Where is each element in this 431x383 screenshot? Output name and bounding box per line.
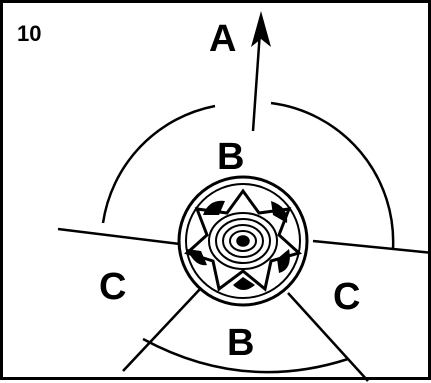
label-b-upper: B bbox=[217, 136, 244, 178]
figure-number: 10 bbox=[17, 21, 41, 46]
right-divider-line bbox=[313, 241, 431, 253]
label-c-right: C bbox=[333, 276, 360, 318]
left-divider-line bbox=[58, 229, 188, 245]
direction-arrow-head bbox=[251, 11, 271, 47]
diagram-canvas: 10 bbox=[3, 3, 431, 383]
label-b-lower: B bbox=[227, 322, 254, 364]
label-c-left: C bbox=[99, 266, 126, 308]
central-wheel bbox=[179, 177, 307, 305]
label-a: A bbox=[209, 18, 236, 60]
